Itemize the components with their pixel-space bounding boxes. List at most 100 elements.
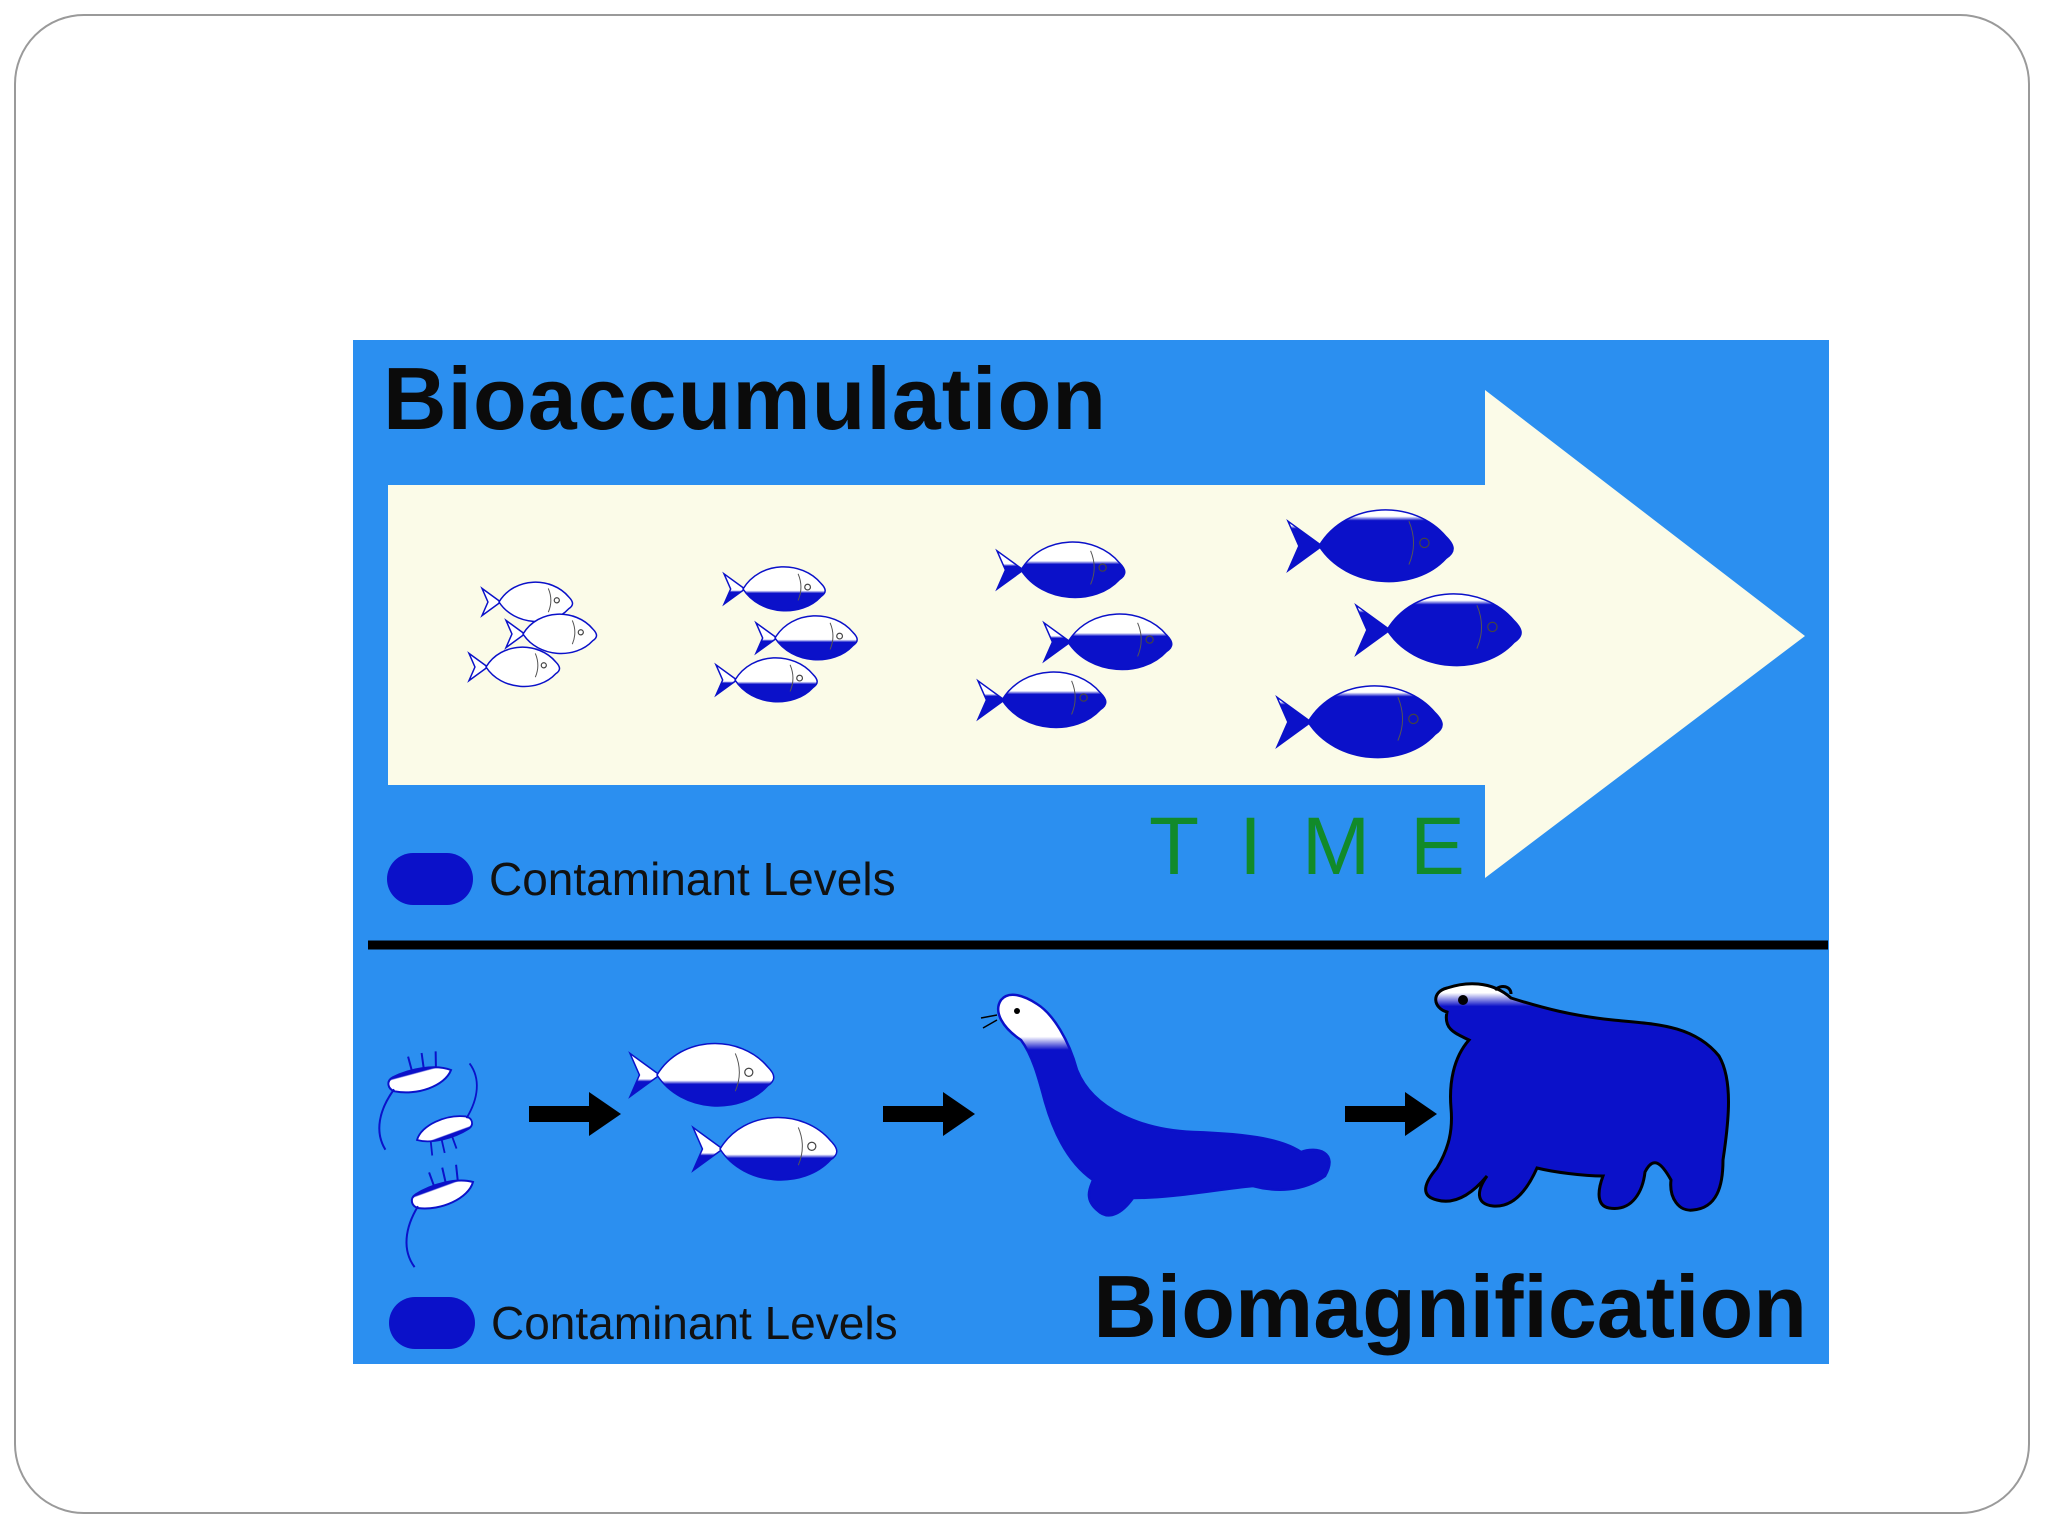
shrimp-body (387, 1066, 453, 1094)
fish-eye (1487, 621, 1498, 633)
fish-tail (1286, 518, 1324, 574)
shrimp-legs (407, 1051, 437, 1073)
legend-bottom: Contaminant Levels (389, 1296, 898, 1350)
fish-eye (540, 662, 547, 669)
fish-tail (467, 651, 489, 683)
shrimp-legs (429, 1134, 458, 1156)
fish-tail (995, 548, 1025, 592)
fish-tail (628, 1051, 661, 1099)
fish-eye (1408, 713, 1419, 725)
fish-body (498, 581, 574, 623)
legend-top-label: Contaminant Levels (489, 853, 896, 905)
bear-ear (1493, 985, 1513, 995)
contaminant-swatch (389, 1297, 475, 1349)
fish-eye (744, 1067, 754, 1077)
fish-tail (504, 618, 526, 650)
chain-arrow (1345, 1092, 1437, 1136)
shrimp-antenna (405, 1205, 419, 1268)
chain-arrow (883, 1092, 975, 1136)
fish-tail (1042, 620, 1072, 664)
fish-eye (577, 629, 584, 636)
fish-tail (722, 571, 747, 607)
fish-gill (797, 1127, 803, 1166)
fish-body (1318, 509, 1454, 583)
bear-eye (1458, 995, 1468, 1005)
slide-frame: Bioaccumulation TIME Contaminant Levels … (14, 14, 2030, 1514)
fish-body (485, 646, 561, 688)
fish (480, 581, 574, 623)
fish (995, 541, 1126, 599)
polar-bear (1424, 982, 1730, 1212)
fish-body (1386, 593, 1522, 667)
contaminant-diagram: Bioaccumulation TIME Contaminant Levels … (353, 340, 1829, 1364)
fish (754, 615, 858, 661)
fish-gill (1071, 680, 1076, 715)
fish-gill (1090, 550, 1095, 585)
legend-bottom-label: Contaminant Levels (491, 1297, 898, 1349)
fish-eye (796, 674, 804, 682)
fish-gill (734, 1053, 740, 1092)
fish-gill (829, 622, 834, 650)
fish-eye (1419, 537, 1430, 549)
bioaccumulation-title: Bioaccumulation (383, 349, 1107, 448)
fish (628, 1042, 775, 1107)
fish-tail (1354, 602, 1392, 658)
fish-tail (754, 620, 779, 656)
contaminant-swatch (387, 853, 473, 905)
fish (1042, 613, 1173, 671)
shrimp (415, 1062, 478, 1156)
fish-gill (534, 653, 539, 678)
bioaccumulation-fish-group (467, 509, 1522, 759)
fish (714, 657, 818, 703)
fish-eye (836, 632, 844, 640)
fish-body (522, 613, 598, 655)
seal (996, 993, 1331, 1217)
fish-tail (976, 678, 1006, 722)
fish-eye (553, 597, 560, 604)
diagram-artwork (368, 390, 1828, 1268)
shrimp-body (415, 1115, 473, 1143)
time-label: TIME (1149, 801, 1505, 892)
shrimp-body (410, 1179, 475, 1210)
shrimp (378, 1051, 453, 1151)
fish-body (774, 615, 858, 661)
fish-body (656, 1042, 775, 1107)
fish (467, 646, 561, 688)
fish-tail (1275, 694, 1313, 750)
shrimp-legs (428, 1164, 459, 1188)
shrimp (405, 1164, 475, 1268)
fish-gill (797, 573, 802, 601)
food-chain-group (378, 982, 1730, 1268)
shrimp-antenna (378, 1088, 395, 1151)
fish-body (1001, 671, 1107, 729)
fish-body (1067, 613, 1173, 671)
fish (1275, 685, 1443, 759)
fish (1286, 509, 1454, 583)
shrimp-antenna (465, 1062, 478, 1119)
fish (504, 613, 598, 655)
fish-gill (547, 588, 552, 613)
fish-tail (480, 586, 502, 618)
fish-gill (1476, 605, 1483, 649)
fish-eye (1098, 563, 1107, 572)
seal-eye (1014, 1008, 1020, 1014)
fish-body (734, 657, 818, 703)
fish-body (742, 566, 826, 612)
fish-gill (571, 620, 576, 645)
chain-arrow (529, 1092, 621, 1136)
fish-body (1307, 685, 1443, 759)
fish (722, 566, 826, 612)
legend-top: Contaminant Levels (387, 852, 896, 906)
fish-eye (1079, 693, 1088, 702)
fish-gill (1408, 521, 1415, 565)
seal-whiskers (980, 1014, 998, 1029)
fish-gill (1137, 622, 1142, 657)
fish-eye (1145, 635, 1154, 644)
fish-body (1020, 541, 1126, 599)
fish-eye (807, 1141, 817, 1151)
fish (1354, 593, 1522, 667)
fish-body (719, 1116, 838, 1181)
fish (976, 671, 1107, 729)
fish-gill (1397, 697, 1404, 741)
fish-tail (691, 1125, 724, 1173)
